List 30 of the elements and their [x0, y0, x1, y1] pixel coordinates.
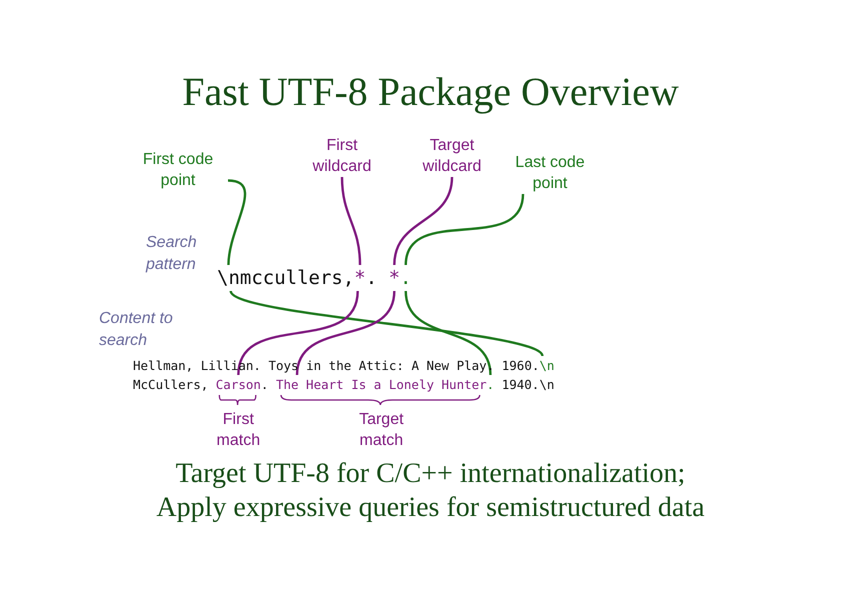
callout-label: First code point	[128, 149, 228, 191]
wildcard-character: *	[388, 265, 400, 291]
match-label: First match	[216, 410, 262, 451]
highlighted-character: \n	[217, 265, 240, 291]
pattern-text: mccullers,	[240, 266, 354, 291]
highlighted-character: .	[486, 375, 494, 394]
leader-line	[340, 176, 362, 266]
record-text: .	[260, 376, 268, 394]
callout-label: Target wildcard	[410, 135, 494, 177]
section-label: Search pattern	[146, 233, 198, 275]
callout-label: Last code point	[505, 152, 595, 194]
pattern-text: .	[366, 266, 378, 291]
leader-line	[227, 179, 246, 266]
section-label: Content to search	[99, 309, 174, 351]
title: Fast UTF-8 Package Overview	[181, 68, 680, 115]
leader-line	[230, 290, 544, 357]
leader-line	[393, 176, 454, 266]
record-text: McCullers,	[133, 376, 208, 394]
leader-line	[237, 290, 359, 376]
record-text: 1940.\n	[502, 376, 554, 394]
wildcard-character: *	[354, 265, 366, 291]
highlighted-character: \n	[539, 356, 554, 375]
leader-line	[404, 290, 492, 376]
leader-line	[296, 290, 396, 376]
leader-line	[404, 194, 524, 266]
caption: Target UTF-8 for C/C++ internationalization;	[174, 458, 686, 490]
callout-label: First wildcard	[302, 135, 382, 177]
match-label: Target match	[358, 410, 405, 451]
caption: Apply expressive queries for semistructured data	[155, 492, 706, 524]
highlighted-character: .	[400, 265, 412, 291]
